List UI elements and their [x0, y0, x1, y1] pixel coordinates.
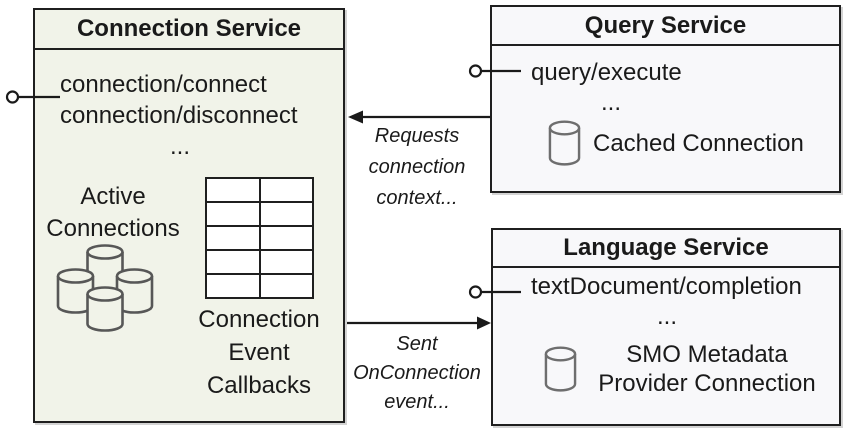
database-cylinder-icon [548, 120, 581, 166]
connection-methods: connection/connect connection/disconnect… [60, 69, 300, 162]
method-connection-connect: connection/connect [60, 71, 267, 98]
active-connections-label: Active Connections [46, 183, 180, 242]
query-service-box: Query Service [490, 5, 841, 193]
table-cell [207, 203, 259, 225]
methods-ellipsis: ... [656, 303, 677, 330]
query-service-title: Query Service [492, 7, 839, 46]
table-cell [260, 227, 312, 249]
methods-ellipsis: ... [600, 89, 621, 116]
sent-onconnection-event-label: Sent OnConnection event... [353, 333, 481, 413]
connection-service-title: Connection Service [35, 10, 343, 50]
cached-connection-label: Cached Connection [593, 129, 804, 157]
language-service-title: Language Service [493, 230, 839, 268]
requests-connection-context-label: Requests connection context... [368, 125, 466, 209]
methods-ellipsis: ... [169, 133, 190, 160]
connection-event-table [205, 177, 314, 299]
sent-onconnection-arrow [347, 316, 491, 330]
method-query-execute: query/execute [531, 59, 682, 86]
table-cell [260, 179, 312, 201]
connection-event-callbacks-label: Connection Event Callbacks [198, 306, 320, 399]
table-cell [207, 227, 259, 249]
table-cell [260, 203, 312, 225]
table-cell [207, 179, 259, 201]
table-cell [260, 275, 312, 297]
database-cylinder-icon [544, 345, 577, 392]
language-methods: textDocument/completion ... [531, 272, 803, 332]
table-cell [207, 251, 259, 273]
query-methods: query/execute ... [531, 58, 691, 118]
cached-connection-item: Cached Connection [548, 120, 804, 167]
table-cell [260, 251, 312, 273]
method-connection-disconnect: connection/disconnect [60, 102, 298, 129]
smo-metadata-label: SMO Metadata Provider Connection [598, 341, 816, 397]
smo-metadata-item: SMO Metadata Provider Connection [544, 340, 827, 398]
table-cell [207, 275, 259, 297]
method-textdocument-completion: textDocument/completion [531, 273, 802, 300]
database-cluster-icon [56, 244, 154, 332]
language-service-box: Language Service [491, 228, 841, 426]
